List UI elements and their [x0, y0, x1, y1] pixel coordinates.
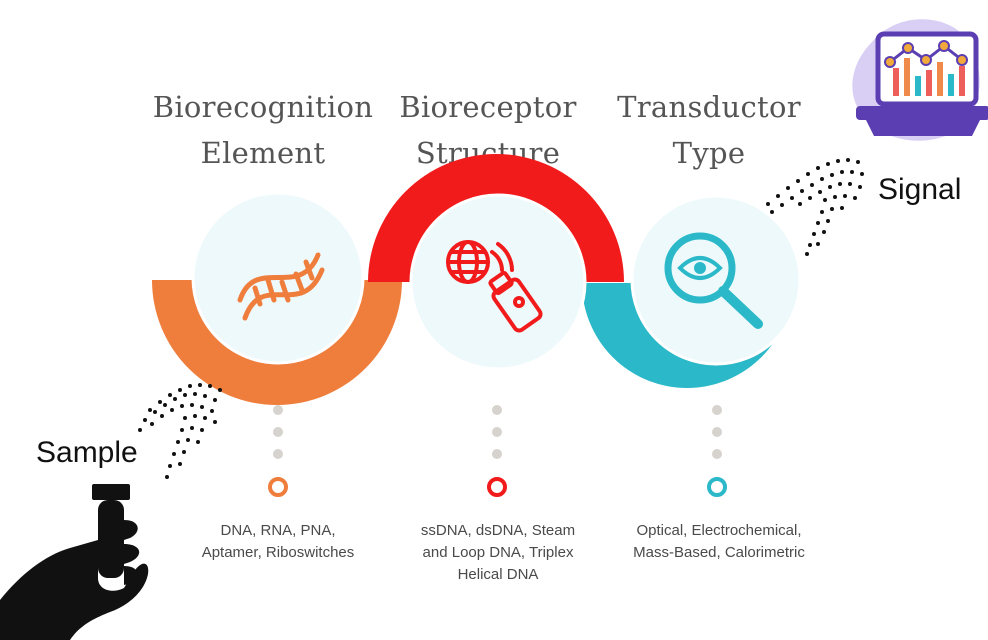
sample-dotted-arrow	[138, 383, 222, 479]
sample-label: Sample	[36, 436, 138, 469]
stage-2-desc-line2: and Loop DNA, Triplex	[422, 544, 574, 561]
stage-2-desc-line3: Helical DNA	[457, 566, 539, 583]
hand-test-tube-icon	[0, 484, 149, 640]
stage-3-desc-line2: Mass-Based, Calorimetric	[633, 544, 805, 561]
stage-3-title: Transductor Type	[594, 84, 824, 176]
stage-1-connector	[273, 405, 283, 459]
magnifier-eye-icon	[664, 232, 763, 329]
stage-1-desc-line1: DNA, RNA, PNA,	[220, 522, 336, 539]
signal-dotted-arrow	[766, 158, 864, 256]
signal-label: Signal	[878, 173, 962, 206]
stage-2-marker	[487, 477, 507, 497]
stage-3-circle	[630, 194, 802, 366]
stage-1-desc-line2: Aptamer, Riboswitches	[201, 544, 355, 561]
stage-3-connector	[712, 405, 722, 459]
stage-2-desc-line1: ssDNA, dsDNA, Steam	[420, 522, 576, 539]
stage-1-description: DNA, RNA, PNA, Aptamer, Riboswitches	[178, 520, 378, 564]
stage-2-description: ssDNA, dsDNA, Steam and Loop DNA, Triple…	[398, 520, 598, 586]
stage-3-title-line2: Type	[672, 136, 746, 170]
stage-2-circle	[409, 193, 587, 371]
stage-1-title: Biorecognition Element	[148, 84, 378, 176]
stage-2-title-line1: Bioreceptor	[399, 90, 577, 124]
stage-1-title-line2: Element	[200, 136, 326, 170]
dna-icon	[237, 252, 325, 321]
stage-2-connector	[492, 405, 502, 459]
stage-1-title-line1: Biorecognition	[152, 90, 374, 124]
stage-3-description: Optical, Electrochemical, Mass-Based, Ca…	[608, 520, 830, 564]
stage-3-desc-line1: Optical, Electrochemical,	[636, 522, 802, 539]
stage-1-marker	[268, 477, 288, 497]
stage-3-title-line1: Transductor	[617, 90, 801, 124]
globe-usb-icon	[446, 240, 543, 333]
laptop-chart-icon	[852, 19, 988, 141]
stage-3-marker	[707, 477, 727, 497]
